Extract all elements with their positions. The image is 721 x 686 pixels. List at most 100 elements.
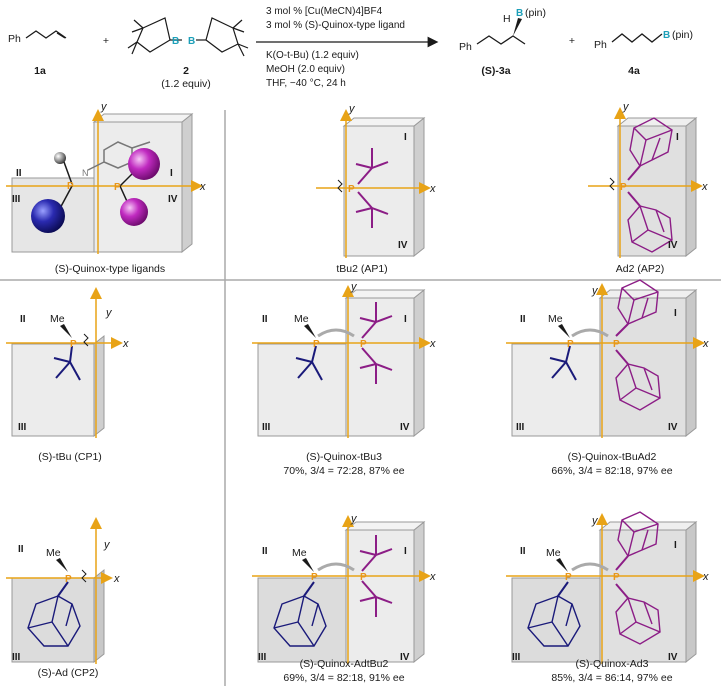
- p-atom-ap2: P: [620, 182, 627, 193]
- quadrant-iv-adtbu2: IV: [400, 652, 410, 663]
- quadrant-iii-tbu3: III: [262, 422, 271, 433]
- caption-quinox-general: (S)-Quinox-type ligands: [55, 263, 165, 275]
- quadrant-iii-tbuad2: III: [516, 422, 525, 433]
- label-2: 2: [183, 65, 189, 77]
- ph-label-4a: Ph: [594, 39, 607, 51]
- label-1a: 1a: [34, 65, 46, 77]
- p-atom-ap1: P: [348, 184, 355, 195]
- axis-y-adtbu2: y: [350, 513, 358, 525]
- quadrant-i-tbuad2: I: [674, 308, 677, 319]
- axis-x-tbuad2: x: [702, 338, 709, 350]
- panel-quinox-ad3: Me P P II III I IV x y (S)-Quinox-Ad3 85…: [506, 511, 709, 684]
- quadrant-iii-cp2: III: [12, 652, 21, 663]
- me-label-adtbu2: Me: [292, 547, 307, 559]
- result-tbuad2: 66%, 3/4 = 82:18, 97% ee: [551, 465, 672, 477]
- panel-ap1: P I IV x y tBu2 (AP1): [316, 103, 436, 275]
- condition-line-1: 3 mol % [Cu(MeCN)4]BF4: [266, 6, 383, 17]
- axis-y-ad3: y: [591, 515, 599, 527]
- condition-line-3: K(O-t-Bu) (1.2 equiv): [266, 50, 359, 61]
- quadrant-iv-ad3: IV: [668, 652, 678, 663]
- caption-adtbu2: (S)-Quinox-AdtBu2: [300, 658, 389, 670]
- p-atom-tbuad2-left: P: [567, 339, 574, 350]
- h-atom-3a: H: [503, 13, 511, 25]
- p-atom-tbu3-left: P: [313, 339, 320, 350]
- panel-ap2: P I IV x y Ad2 (AP2): [588, 101, 708, 275]
- quadrant-ii-adtbu2: II: [262, 546, 268, 557]
- reaction-scheme: Ph 1a + B B 2 (1.2 equiv): [8, 6, 693, 90]
- plus-sign-1: +: [103, 35, 109, 47]
- quadrant-iv-tbuad2: IV: [668, 422, 678, 433]
- quadrant-ii: II: [16, 168, 22, 179]
- reagent-b2pin2: B B 2 (1.2 equiv): [127, 17, 249, 90]
- boron-atom-left: B: [172, 36, 179, 47]
- condition-line-5: THF, −40 °C, 24 h: [266, 78, 346, 89]
- quadrant-ii-tbuad2: II: [520, 314, 526, 325]
- me-label-cp2: Me: [46, 547, 61, 559]
- quadrant-iv-tbu3: IV: [400, 422, 410, 433]
- quadrant-ii-tbu3: II: [262, 314, 268, 325]
- p-atom-cp2: P: [65, 574, 72, 585]
- boron-atom-3a: B: [516, 8, 523, 19]
- caption-ad3: (S)-Quinox-Ad3: [576, 658, 649, 670]
- plus-sign-2: +: [569, 35, 575, 47]
- caption-cp1: (S)-tBu (CP1): [38, 451, 102, 463]
- axis-x-ad3: x: [702, 571, 709, 583]
- pin-4a: (pin): [672, 29, 693, 41]
- quadrant-ii-cp2: II: [18, 544, 24, 555]
- quadrant-i-ap2: I: [676, 132, 679, 143]
- quadrant-i-tbu3: I: [404, 314, 407, 325]
- axis-x-cp2: x: [113, 573, 120, 585]
- label-4a: 4a: [628, 65, 640, 77]
- me-label-cp1: Me: [50, 313, 65, 325]
- caption-cp2: (S)-Ad (CP2): [38, 667, 99, 679]
- p-atom-ad3-left: P: [565, 572, 572, 583]
- n-atom: N: [82, 168, 89, 178]
- caption-tbuad2: (S)-Quinox-tBuAd2: [568, 451, 657, 463]
- axis-y-ap1: y: [348, 103, 356, 115]
- me-label-tbu3: Me: [294, 313, 309, 325]
- panel-quinox-general: P P N II III I IV x y (S)-Quinox-type li…: [6, 101, 206, 275]
- result-tbu3: 70%, 3/4 = 72:28, 87% ee: [283, 465, 404, 477]
- boron-atom-4a: B: [663, 30, 670, 41]
- axis-x-tbu3: x: [429, 338, 436, 350]
- quadrant-iv-ap1: IV: [398, 240, 408, 251]
- axis-x-ap2: x: [701, 181, 708, 193]
- me-label-ad3: Me: [546, 547, 561, 559]
- equiv-2: (1.2 equiv): [161, 78, 211, 90]
- axis-y: y: [100, 101, 108, 113]
- caption-tbu3: (S)-Quinox-tBu3: [306, 451, 382, 463]
- quadrant-i-adtbu2: I: [404, 546, 407, 557]
- p-atom-tbuad2-right: P: [613, 339, 620, 350]
- axis-y-tbu3: y: [350, 281, 358, 293]
- quadrant-iii-cp1: III: [18, 422, 27, 433]
- quadrant-iii-ad3: III: [512, 652, 521, 663]
- caption-ap2: Ad2 (AP2): [616, 263, 664, 275]
- axis-y-tbuad2: y: [591, 285, 599, 297]
- caption-ap1: tBu2 (AP1): [336, 263, 387, 275]
- axis-x: x: [199, 181, 206, 193]
- reactant-1a: Ph 1a: [8, 30, 67, 77]
- panel-quinox-tbuad2: Me P P II III I IV x y (S)-Quinox-tBuAd2…: [506, 279, 709, 477]
- me-label-tbuad2: Me: [548, 313, 563, 325]
- panel-quinox-adtbu2: Me P P II III I IV x y (S)-Quinox-AdtBu2…: [252, 513, 436, 684]
- quadrant-i: I: [170, 168, 173, 179]
- quadrant-iv-ap2: IV: [668, 240, 678, 251]
- quadrant-i-ad3: I: [674, 540, 677, 551]
- quadrant-iii-adtbu2: III: [258, 652, 267, 663]
- axis-x-ap1: x: [429, 183, 436, 195]
- ph-label-1a: Ph: [8, 33, 21, 45]
- p-atom-tbu3-right: P: [360, 339, 367, 350]
- condition-line-4: MeOH (2.0 equiv): [266, 64, 345, 75]
- quadrant-iii: III: [12, 194, 21, 205]
- p-atom-adtbu2-right: P: [360, 572, 367, 583]
- product-3a: Ph H B (pin) (S)-3a: [459, 7, 546, 77]
- axis-x-adtbu2: x: [429, 571, 436, 583]
- result-adtbu2: 69%, 3/4 = 82:18, 91% ee: [283, 672, 404, 684]
- axis-y-ap2: y: [622, 101, 630, 113]
- ph-label-3a: Ph: [459, 41, 472, 53]
- quadrant-i-ap1: I: [404, 132, 407, 143]
- p-atom-ad3-right: P: [613, 572, 620, 583]
- axis-y-cp1: y: [105, 307, 113, 319]
- quadrant-ii-ad3: II: [520, 546, 526, 557]
